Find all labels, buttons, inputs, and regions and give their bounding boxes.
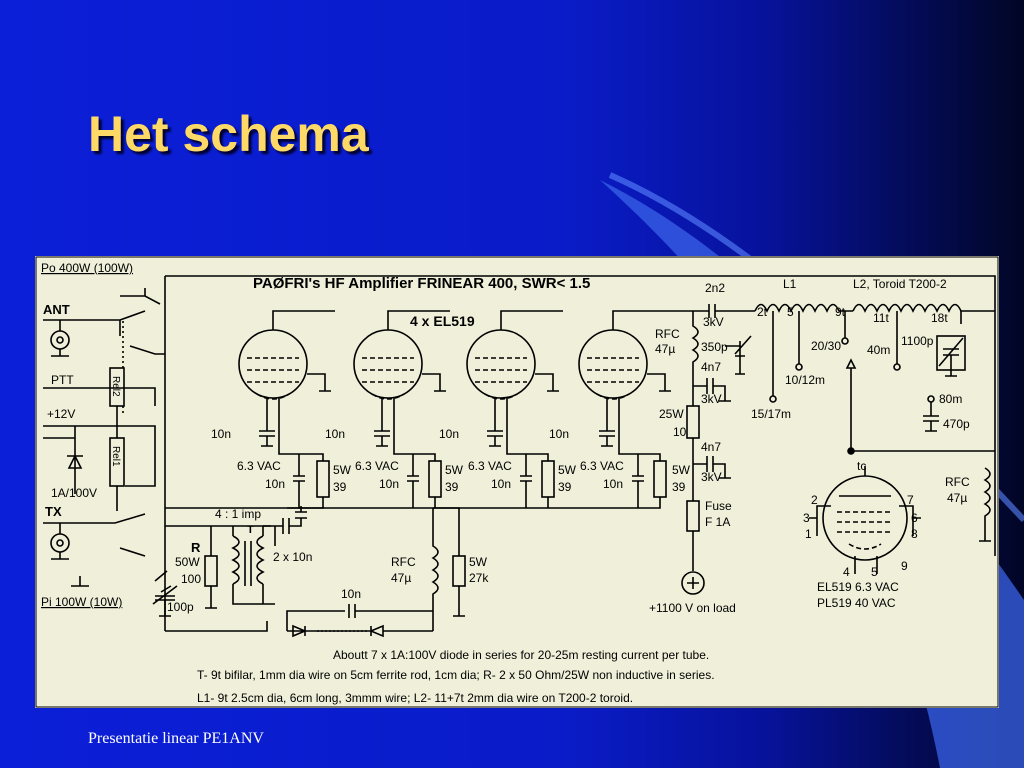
resistor-label: 5W: [558, 463, 577, 477]
r27k-label: 27k: [469, 571, 489, 585]
c470p-label: 470p: [943, 417, 970, 431]
r25w-label: 25W: [659, 407, 684, 421]
transformer-label: 4 : 1 imp: [215, 507, 261, 521]
resistor-label: 39: [558, 480, 572, 494]
diode-label: 1A/100V: [51, 486, 97, 500]
c2n2-label: 2n2: [705, 281, 725, 295]
tube-3: [466, 310, 563, 416]
rfc-label: RFC: [655, 327, 680, 341]
ptt-label: PTT: [51, 373, 74, 387]
resistor-label: 5W: [333, 463, 352, 477]
schematic-heading: PAØFRI's HF Amplifier FRINEAR 400, SWR< …: [253, 275, 590, 292]
slide-footer: Presentatie linear PE1ANV: [88, 730, 264, 747]
r100-label: 100: [181, 572, 201, 586]
cap-label: 10n: [265, 477, 285, 491]
vac-label: 6.3 VAC: [355, 459, 399, 473]
el519-label: EL519 6.3 VAC: [817, 580, 899, 594]
cap-label: 10n: [603, 477, 623, 491]
po-label: Po 400W (100W): [41, 261, 133, 275]
ant-label: ANT: [43, 302, 70, 317]
rel1-label: Rel1: [110, 446, 121, 467]
cap-10n-label: 10n: [341, 587, 361, 601]
cathode-labels: 10n 6.3 VAC 10n 5W 39 10n 6.3 VAC 10n 5W…: [211, 427, 691, 494]
resistor-label: 5W: [672, 463, 691, 477]
supply-label: +1100 V on load: [649, 601, 736, 615]
rel2-label: Rel2: [110, 376, 121, 397]
pin-label: 9: [901, 559, 908, 573]
cap-label: 10n: [439, 427, 459, 441]
r5w-label: 5W: [469, 555, 488, 569]
c1100p-label: 1100p: [901, 334, 934, 348]
band-2030-label: 20/30: [811, 339, 841, 353]
tube-1: [238, 310, 335, 416]
cap-label: 10n: [211, 427, 231, 441]
c350p-label: 350p: [701, 340, 728, 354]
cap-label: 10n: [491, 477, 511, 491]
tx-label: TX: [45, 504, 62, 519]
c3kv-label-2: 3kV: [701, 392, 722, 406]
cathode-circuits: [165, 416, 667, 509]
t-label: T: [247, 524, 254, 536]
pin-label: 1: [805, 527, 812, 541]
cap-label: 10n: [549, 427, 569, 441]
pin-labels: tc 2 3 1 4 5 7 6 8 9 EL519 6.3 VAC PL519…: [803, 459, 918, 610]
pin-label: 2: [811, 493, 818, 507]
pl519-label: PL519 40 VAC: [817, 596, 896, 610]
cap-label: 10n: [379, 477, 399, 491]
pin-label: 3: [803, 511, 810, 525]
c4n7-label-2: 4n7: [701, 440, 721, 454]
tubes-label: 4 x EL519: [410, 313, 475, 329]
vac-label: 6.3 VAC: [580, 459, 624, 473]
l2-label: L2, Toroid T200-2: [853, 277, 947, 291]
pin-label: 8: [911, 527, 918, 541]
tube-4: [578, 310, 685, 416]
slide-title: Het schema: [88, 106, 369, 162]
pin-label: 5: [871, 565, 878, 579]
band-40-label: 40m: [867, 343, 890, 357]
l2-11t-label: 11t: [873, 311, 889, 325]
amplifier-schematic: PAØFRI's HF Amplifier FRINEAR 400, SWR< …: [35, 256, 999, 708]
fuse-val-label: F 1A: [705, 515, 730, 529]
resistor-label: 5W: [445, 463, 464, 477]
rfc-val-label: 47µ: [655, 342, 675, 356]
l2-18t-label: 18t: [931, 311, 948, 325]
c4n7-label: 4n7: [701, 360, 721, 374]
v12-label: +12V: [47, 407, 75, 421]
pin-label: 7: [907, 493, 914, 507]
pin-label: tc: [857, 459, 866, 473]
tube-2: [353, 310, 450, 416]
note-2: T- 9t bifilar, 1mm dia wire on 5cm ferri…: [197, 668, 715, 682]
rfc-label: RFC: [391, 555, 416, 569]
band-1517-label: 15/17m: [751, 407, 791, 421]
band-1012-label: 10/12m: [785, 373, 825, 387]
resistor-label: 39: [672, 480, 686, 494]
cap-label: 10n: [325, 427, 345, 441]
l1-9t-label: 9t: [835, 305, 846, 319]
vac-label: 6.3 VAC: [237, 459, 281, 473]
l1-5-label: 5: [787, 305, 794, 319]
pin-label: 4: [843, 565, 850, 579]
l1-2t-label: 2t: [757, 305, 768, 319]
c3kv-label-3: 3kV: [701, 470, 722, 484]
rfc-val-label: 47µ: [391, 571, 411, 585]
rfc-right-label: RFC: [945, 475, 970, 489]
resistor-label: 39: [333, 480, 347, 494]
c3kv-label: 3kV: [703, 315, 724, 329]
l1-label: L1: [783, 277, 797, 291]
note-3: L1- 9t 2.5cm dia, 6cm long, 3mmm wire; L…: [197, 691, 633, 705]
note-1: Aboutt 7 x 1A:100V diode in series for 2…: [333, 648, 709, 662]
band-80-label: 80m: [939, 392, 962, 406]
rfc-right-val-label: 47µ: [947, 491, 967, 505]
pi-label: Pi 100W (10W): [41, 595, 122, 609]
fuse-label: Fuse: [705, 499, 732, 513]
resistor-label: 39: [445, 480, 459, 494]
tube-pinout: [809, 466, 921, 574]
vac-label: 6.3 VAC: [468, 459, 512, 473]
r10-label: 10: [673, 425, 687, 439]
pin-label: 6: [911, 511, 918, 525]
caps-2x10n-label: 2 x 10n: [273, 550, 312, 564]
r-label: R: [191, 540, 201, 555]
c100p-label: 100p: [167, 600, 194, 614]
r50w-label: 50W: [175, 555, 200, 569]
